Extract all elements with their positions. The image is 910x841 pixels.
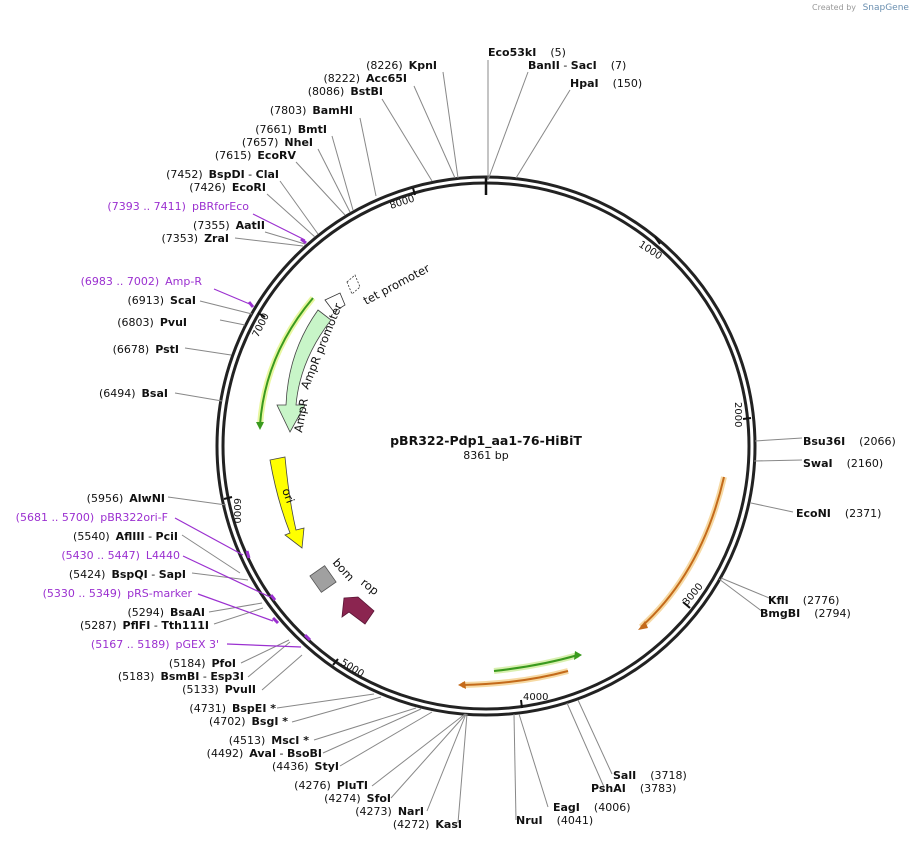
primer-label: (5330 .. 5349)pRS-marker <box>43 587 193 600</box>
site-labels: Eco53kI(5) BanII - SacI(7) HpaI(150) (82… <box>69 46 896 831</box>
tick-label: 7000 <box>251 312 272 340</box>
site-label: EagI(4006) <box>553 801 630 814</box>
feature-label: tet promoter <box>361 261 432 308</box>
site-label: (4513)MscI * <box>229 734 310 747</box>
primer-label: (5167 .. 5189)pGEX 3' <box>91 638 219 651</box>
site-label: (8086)BstBI <box>308 85 383 98</box>
tick-label: 4000 <box>523 692 548 703</box>
feature-ori: ori <box>269 456 305 549</box>
site-label: SalI(3718) <box>613 769 687 782</box>
orf-arc-right-a <box>638 476 727 630</box>
feature-label: rop <box>358 575 381 598</box>
site-label: (6803)PvuI <box>117 316 187 329</box>
site-label: (8222)Acc65I <box>323 72 407 85</box>
tick-marks <box>223 187 752 709</box>
site-label: (5294)BsaAI <box>127 606 205 619</box>
primer-label: (7393 .. 7411)pBRforEco <box>107 200 249 213</box>
feature-label: ori <box>279 486 297 505</box>
site-label: (5133)PvuII <box>182 683 256 696</box>
tick-label: 2000 <box>732 402 743 427</box>
primer-label: (5681 .. 5700)pBR322ori-F <box>16 511 168 524</box>
site-label: KflI(2776) <box>768 594 839 607</box>
site-label: Eco53kI(5) <box>488 46 566 59</box>
site-label: (7355)AatII <box>193 219 265 232</box>
site-label: (5424)BspQI - SapI <box>69 568 186 581</box>
site-label: BanII - SacI(7) <box>528 59 626 72</box>
primer-markers <box>174 213 312 648</box>
site-label: (5540)AflIII - PciI <box>73 530 178 543</box>
primer-labels: (7393 .. 7411)pBRforEco (6983 .. 7002)Am… <box>16 200 250 651</box>
plasmid-length: 8361 bp <box>463 449 508 462</box>
snapgene-logo: SnapGene <box>863 3 910 13</box>
site-label: Bsu36I(2066) <box>803 435 896 448</box>
site-label: (4436)StyI <box>272 760 339 773</box>
feature-label: AmpR <box>291 397 311 433</box>
site-label: (4274)SfoI <box>324 792 391 805</box>
site-label: (8226)KpnI <box>366 59 437 72</box>
site-label: (4731)BspEI * <box>189 702 276 715</box>
site-label: (4273)NarI <box>355 805 424 818</box>
feature-ampr: AmpR <box>276 309 332 434</box>
site-label: (4272)KasI <box>393 818 462 831</box>
site-label: (5183)BsmBI - Esp3I <box>118 670 244 683</box>
tick-label: 8000 <box>389 194 417 212</box>
site-label: HpaI(150) <box>570 77 642 90</box>
leader-lines <box>167 60 803 824</box>
site-label: NruI(4041) <box>516 814 593 827</box>
feature-bom: bom <box>309 556 357 593</box>
site-label: (5184)PfoI <box>169 657 236 670</box>
site-label: (7803)BamHI <box>270 104 353 117</box>
primer-label: (6983 .. 7002)Amp-R <box>81 275 203 288</box>
site-label: EcoNI(2371) <box>796 507 881 520</box>
site-label: (7353)ZraI <box>162 232 230 245</box>
tick-label: 6000 <box>231 498 242 523</box>
site-label: (7426)EcoRI <box>189 181 266 194</box>
site-label: (4276)PluTI <box>294 779 368 792</box>
feature-tet-promoter: tet promoter <box>346 261 432 308</box>
site-label: (7657)NheI <box>242 136 313 149</box>
site-label: SwaI(2160) <box>803 457 883 470</box>
site-label: (7615)EcoRV <box>215 149 297 162</box>
site-label: (6678)PstI <box>113 343 179 356</box>
site-label: (7661)BmtI <box>255 123 327 136</box>
site-label: PshAI(3783) <box>591 782 676 795</box>
site-label: (7452)BspDI - ClaI <box>166 168 279 181</box>
plasmid-name: pBR322-Pdp1_aa1-76-HiBiT <box>390 433 582 449</box>
orf-arcs <box>256 296 727 689</box>
orf-arc-bottom-orange <box>461 668 569 688</box>
site-label: (5956)AlwNI <box>87 492 165 505</box>
site-label: (4702)BsgI * <box>209 715 288 728</box>
watermark-prefix: Created by <box>812 3 856 12</box>
primer-label: (5430 .. 5447)L4440 <box>61 549 180 562</box>
site-label: BmgBI(2794) <box>760 607 851 620</box>
site-label: (4492)AvaI - BsoBI <box>207 747 322 760</box>
snapgene-watermark: Created by SnapGene <box>812 3 909 13</box>
site-label: (5287)PflFI - Tth111I <box>80 619 209 632</box>
site-label: (6913)ScaI <box>127 294 196 307</box>
tick-label: 5000 <box>338 657 365 680</box>
site-label: (6494)BsaI <box>99 387 168 400</box>
